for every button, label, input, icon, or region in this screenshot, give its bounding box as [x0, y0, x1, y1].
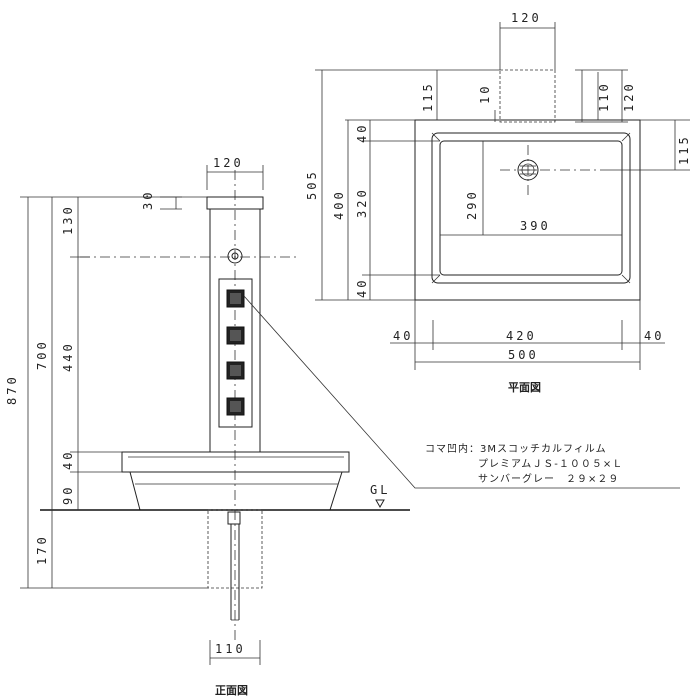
plan-view-caption: 平面図 [508, 380, 541, 394]
dim-bottom-margin: 40 [355, 278, 369, 298]
dim-seg-440: 440 [61, 341, 75, 372]
front-view: GL 120 30 870 700 170 130 440 40 [5, 156, 410, 697]
drain-fitting [227, 511, 241, 525]
dim-bottom-width: 110 [215, 642, 246, 656]
note-leader-line [243, 295, 680, 489]
dim-cap: 30 [141, 190, 155, 210]
dim-overall-depth: 505 [305, 169, 319, 200]
dim-inner-depth: 320 [355, 187, 369, 218]
corner-line [621, 132, 631, 142]
dim-right-110: 110 [597, 81, 611, 112]
dim-top-margin: 40 [355, 123, 369, 143]
note-line-1: コマ凹内：3Mスコッチカルフィルム [425, 442, 607, 455]
post-underground [207, 509, 263, 589]
plan-view: 290 390 120 115 10 110 120 115 505 [305, 11, 691, 394]
dim-right-120: 120 [622, 81, 636, 112]
dim-upper: 700 [35, 339, 49, 370]
decor-square-4-inner [230, 401, 241, 412]
basin-rim [121, 451, 350, 473]
decor-square-1-inner [230, 293, 241, 304]
front-view-caption: 正面図 [215, 683, 248, 697]
dim-inner-290: 290 [465, 189, 479, 220]
dim-overall-500: 500 [508, 348, 539, 362]
dim-mid-420: 420 [506, 329, 537, 343]
basin-bowl [129, 471, 343, 511]
corner-line [431, 132, 441, 142]
dim-basin-depth: 400 [332, 189, 346, 220]
decor-squares [226, 289, 245, 416]
decor-square-3-inner [230, 365, 241, 376]
dim-seg-40: 40 [61, 450, 75, 470]
dim-post-width: 120 [511, 11, 542, 25]
plan-basin-outer [414, 119, 641, 301]
dim-offset: 10 [478, 84, 492, 104]
faucet-inner-icon [231, 252, 239, 260]
dim-below: 170 [35, 534, 49, 565]
decor-panel [218, 278, 253, 428]
corner-line [621, 274, 631, 284]
dim-top-width: 120 [213, 156, 244, 170]
plan-post [499, 69, 556, 123]
decor-square-2-inner [230, 330, 241, 341]
note-line-2: プレミアムＪＳ-１００５×Ｌ [478, 458, 623, 470]
dim-seg-130: 130 [61, 204, 75, 235]
dim-left-40: 40 [393, 329, 413, 343]
dim-right-40: 40 [644, 329, 664, 343]
note-line-3: サンバーグレー ２９×２９ [478, 472, 619, 485]
dim-right-115: 115 [677, 134, 691, 165]
corner-line [431, 274, 441, 284]
plan-basin-rim [431, 132, 631, 284]
dim-total: 870 [5, 374, 19, 405]
dim-post-depth: 115 [421, 81, 435, 112]
gl-label: GL [370, 483, 390, 497]
dim-seg-90: 90 [61, 485, 75, 505]
dim-inner-390: 390 [520, 219, 551, 233]
plan-basin-bowl [439, 140, 623, 276]
gl-marker-icon [375, 499, 385, 509]
film-note: コマ凹内：3Mスコッチカルフィルム プレミアムＪＳ-１００５×Ｌ サンバーグレー… [425, 442, 623, 485]
faucet-icon [227, 248, 243, 264]
